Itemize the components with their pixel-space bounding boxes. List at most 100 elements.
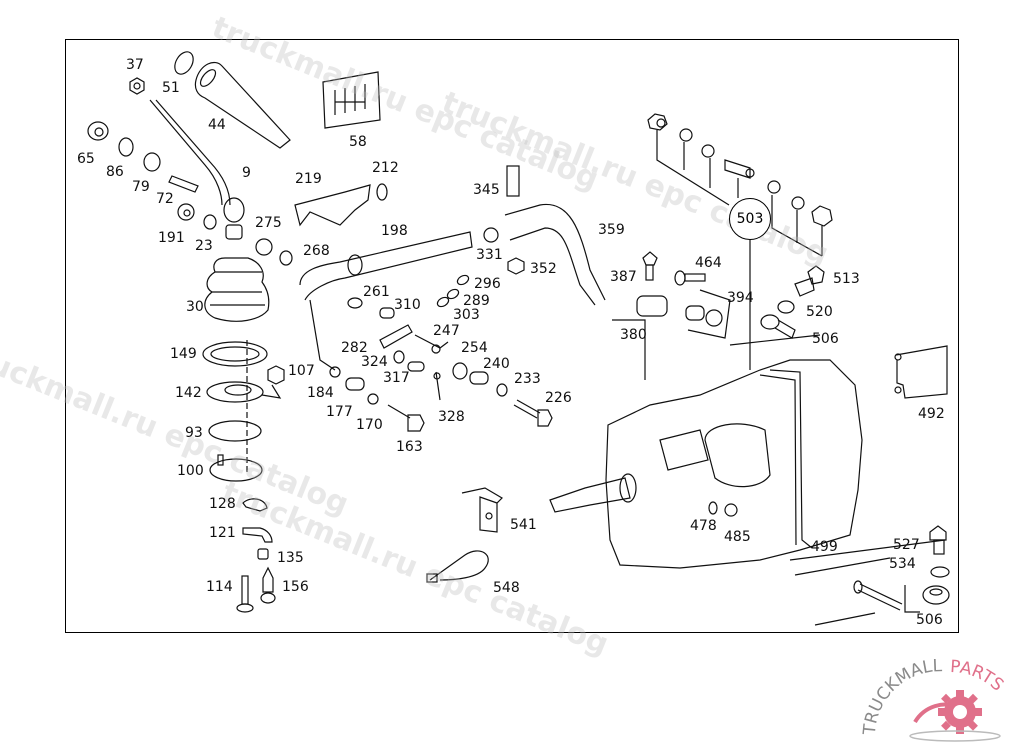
- label-506-lower[interactable]: 506: [916, 612, 943, 628]
- label-79[interactable]: 79: [132, 179, 150, 195]
- label-191[interactable]: 191: [158, 230, 185, 246]
- part-23-bushing: [203, 214, 217, 230]
- part-219-bracket: [294, 184, 371, 227]
- label-156[interactable]: 156: [282, 579, 309, 595]
- label-485[interactable]: 485: [724, 529, 751, 545]
- part-506-eye-fitting: [760, 314, 796, 339]
- label-128[interactable]: 128: [209, 496, 236, 512]
- label-142[interactable]: 142: [175, 385, 202, 401]
- label-30[interactable]: 30: [186, 299, 204, 315]
- part-191-nut: [177, 203, 195, 221]
- part-233-washer: [496, 383, 508, 397]
- label-289[interactable]: 289: [463, 293, 490, 309]
- label-107[interactable]: 107: [288, 363, 315, 379]
- part-107-nut: [267, 365, 285, 385]
- label-352[interactable]: 352: [530, 261, 557, 277]
- label-23[interactable]: 23: [195, 238, 213, 254]
- label-198[interactable]: 198: [381, 223, 408, 239]
- label-464[interactable]: 464: [695, 255, 722, 271]
- label-51[interactable]: 51: [162, 80, 180, 96]
- label-506[interactable]: 506: [812, 331, 839, 347]
- label-65[interactable]: 65: [77, 151, 95, 167]
- part-240-sleeve: [452, 362, 489, 385]
- label-380[interactable]: 380: [620, 327, 647, 343]
- label-328[interactable]: 328: [438, 409, 465, 425]
- label-359[interactable]: 359: [598, 222, 625, 238]
- part-198-shift-tube: [299, 231, 473, 301]
- label-520[interactable]: 520: [806, 304, 833, 320]
- label-114[interactable]: 114: [206, 579, 233, 595]
- label-219[interactable]: 219: [295, 171, 322, 187]
- label-275[interactable]: 275: [255, 215, 282, 231]
- callout-503[interactable]: 503: [729, 198, 771, 240]
- part-184-washer: [329, 366, 341, 378]
- part-499-pipe: [789, 539, 946, 576]
- label-331[interactable]: 331: [476, 247, 503, 263]
- label-541[interactable]: 541: [510, 517, 537, 533]
- label-163[interactable]: 163: [396, 439, 423, 455]
- label-261[interactable]: 261: [363, 284, 390, 300]
- label-268[interactable]: 268: [303, 243, 330, 259]
- label-233[interactable]: 233: [514, 371, 541, 387]
- label-513[interactable]: 513: [833, 271, 860, 287]
- label-317[interactable]: 317: [383, 370, 410, 386]
- part-359-rod: [504, 203, 606, 306]
- part-149-ring: [202, 341, 268, 367]
- label-93[interactable]: 93: [185, 425, 203, 441]
- label-534[interactable]: 534: [889, 556, 916, 572]
- label-240[interactable]: 240: [483, 356, 510, 372]
- part-394-banjo: [685, 289, 731, 339]
- label-9[interactable]: 9: [242, 165, 251, 181]
- diagram-frame: [65, 39, 959, 633]
- part-142-plate: [206, 381, 264, 403]
- label-548[interactable]: 548: [493, 580, 520, 596]
- label-72[interactable]: 72: [156, 191, 174, 207]
- label-310[interactable]: 310: [394, 297, 421, 313]
- label-345[interactable]: 345: [473, 182, 500, 198]
- part-30-rubber-boot: [204, 257, 270, 322]
- part-163-bolt: [387, 404, 425, 432]
- part-212-ring: [376, 183, 388, 201]
- label-492[interactable]: 492: [918, 406, 945, 422]
- part-114-bolt: [236, 575, 254, 613]
- part-506b-eye-fitting: [922, 585, 950, 605]
- part-9-shift-lever: [149, 99, 245, 240]
- part-310-bushing: [379, 307, 395, 319]
- label-177[interactable]: 177: [326, 404, 353, 420]
- part-352-nut: [507, 257, 525, 275]
- part-135-spacer: [257, 548, 269, 560]
- label-149[interactable]: 149: [170, 346, 197, 362]
- label-499[interactable]: 499: [811, 539, 838, 555]
- label-100[interactable]: 100: [177, 463, 204, 479]
- label-247[interactable]: 247: [433, 323, 460, 339]
- label-303[interactable]: 303: [453, 307, 480, 323]
- label-324[interactable]: 324: [361, 354, 388, 370]
- label-296[interactable]: 296: [474, 276, 501, 292]
- label-121[interactable]: 121: [209, 525, 236, 541]
- part-58-shift-plate: [322, 71, 381, 129]
- part-226-bolt: [513, 399, 553, 427]
- part-65-washer: [87, 121, 109, 141]
- label-226[interactable]: 226: [545, 390, 572, 406]
- part-121-bracket: [242, 527, 273, 543]
- label-527[interactable]: 527: [893, 537, 920, 553]
- label-184[interactable]: 184: [307, 385, 334, 401]
- label-170[interactable]: 170: [356, 417, 383, 433]
- part-527-bolt: [929, 525, 947, 555]
- label-254[interactable]: 254: [461, 340, 488, 356]
- part-79-bushing: [143, 152, 161, 172]
- label-135[interactable]: 135: [277, 550, 304, 566]
- part-303-washer: [436, 296, 450, 308]
- label-44[interactable]: 44: [208, 117, 226, 133]
- label-58[interactable]: 58: [349, 134, 367, 150]
- label-86[interactable]: 86: [106, 164, 124, 180]
- part-380-fitting: [636, 295, 668, 317]
- label-212[interactable]: 212: [372, 160, 399, 176]
- label-387[interactable]: 387: [610, 269, 637, 285]
- label-282[interactable]: 282: [341, 340, 368, 356]
- label-394[interactable]: 394: [727, 290, 754, 306]
- part-128-clip: [242, 498, 268, 512]
- label-478[interactable]: 478: [690, 518, 717, 534]
- part-275-nut: [255, 238, 273, 256]
- label-37[interactable]: 37: [126, 57, 144, 73]
